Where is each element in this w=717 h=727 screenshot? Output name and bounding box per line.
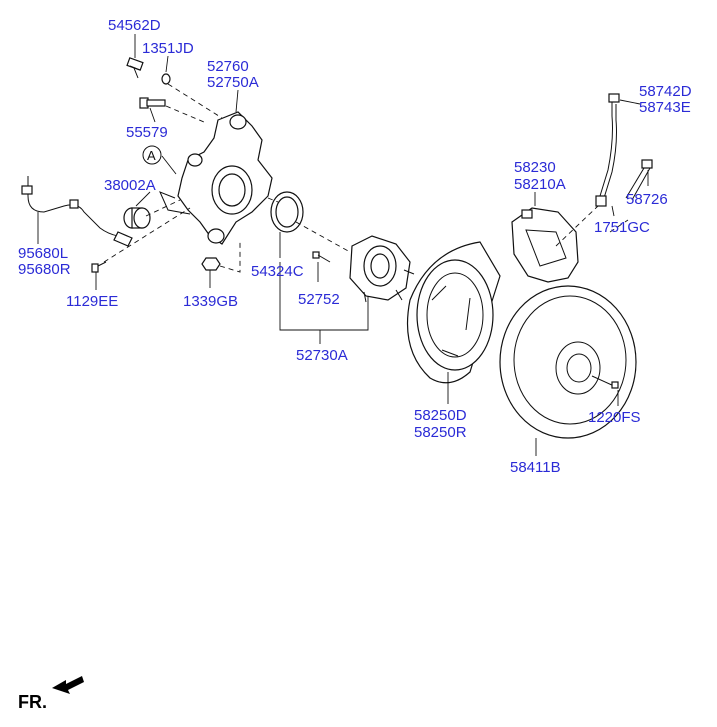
brake-hose [595, 93, 620, 207]
screw-1220fs [591, 375, 619, 389]
front-direction-label: FR. [18, 692, 47, 712]
label-38002a: 38002A [104, 177, 156, 194]
label-55579: 55579 [126, 124, 168, 141]
label-58250r: 58250R [414, 424, 467, 441]
bolt-55579 [139, 97, 166, 109]
bolt-54562d [126, 57, 144, 79]
label-58250d: 58250D [414, 407, 467, 424]
label-52752: 52752 [298, 291, 340, 308]
callout-a-circle [142, 145, 162, 165]
steering-knuckle [159, 111, 273, 245]
bolt-58726 [625, 159, 653, 201]
washer-1351jd [161, 73, 171, 85]
label-58411b: 58411B [510, 459, 561, 476]
label-58742d: 58742D [639, 83, 692, 100]
seal-54324c [270, 191, 304, 233]
nut-1339gb [201, 257, 221, 271]
brake-disc-58411b [499, 285, 637, 439]
bushing-38002a [123, 207, 151, 229]
front-arrow-icon [52, 676, 84, 694]
label-54562d: 54562D [108, 17, 161, 34]
hub-bolt-52752 [312, 251, 331, 263]
bolt-1129ee [91, 261, 107, 273]
leader-lines [37, 34, 649, 456]
label-95680r: 95680R [18, 261, 71, 278]
backing-plate-58250d [406, 241, 501, 384]
label-1129ee: 1129EE [66, 293, 118, 310]
label-95680l: 95680L [18, 245, 68, 262]
label-1339gb: 1339GB [183, 293, 238, 310]
brake-caliper [511, 207, 579, 283]
callout-a-letter: A [147, 148, 156, 163]
label-58230: 58230 [514, 159, 556, 176]
label-58210a: 58210A [514, 176, 566, 193]
label-52750a: 52750A [207, 74, 259, 91]
label-1351jd: 1351JD [142, 40, 194, 57]
front-direction-marker: FR. [18, 676, 84, 712]
wheel-speed-sensor [21, 176, 133, 247]
label-1220fs: 1220FS [588, 409, 641, 426]
label-52730a: 52730A [296, 347, 348, 364]
label-1751gc: 1751GC [594, 219, 650, 236]
label-58726: 58726 [626, 191, 668, 208]
assembly-lines [103, 83, 629, 273]
label-58743e: 58743E [639, 99, 691, 116]
label-52760: 52760 [207, 58, 249, 75]
wheel-hub-52730a [349, 235, 415, 303]
label-54324c: 54324C [251, 263, 304, 280]
